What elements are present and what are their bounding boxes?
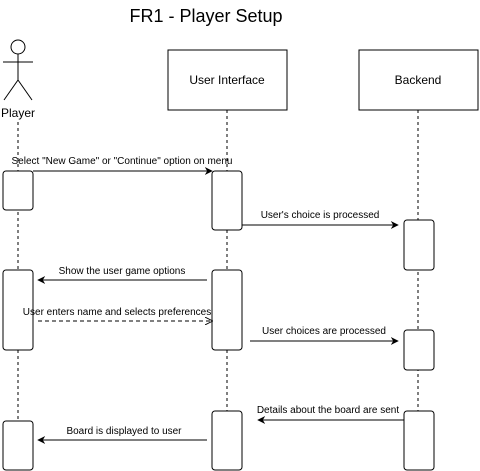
message-label-1: Select "New Game" or "Continue" option o… — [12, 156, 233, 167]
message-label-5: User choices are processed — [262, 326, 386, 337]
message-label-7: Board is displayed to user — [66, 426, 182, 437]
ui-activation-3 — [211, 410, 243, 471]
backend-activation-2 — [403, 329, 435, 371]
player-activation-1 — [2, 170, 34, 211]
message-label-2: User's choice is processed — [261, 210, 380, 221]
ui-activation-2 — [211, 269, 243, 351]
message-label-3: Show the user game options — [59, 266, 186, 277]
message-label-4: User enters name and selects preferences — [23, 307, 211, 318]
diagram-title: FR1 - Player Setup — [129, 6, 282, 26]
ui-participant-label: User Interface — [189, 73, 265, 87]
player-activation-3 — [2, 420, 34, 471]
ui-participant-box — [167, 49, 288, 111]
player-actor-icon — [3, 39, 33, 101]
player-label: Player — [1, 106, 35, 120]
backend-participant-box — [358, 49, 479, 111]
backend-activation-3 — [403, 410, 435, 471]
message-label-6: Details about the board are sent — [257, 405, 400, 416]
ui-activation-1 — [211, 170, 243, 231]
backend-participant-label: Backend — [395, 73, 442, 87]
backend-activation-1 — [403, 219, 435, 271]
player-activation-2 — [2, 269, 34, 351]
